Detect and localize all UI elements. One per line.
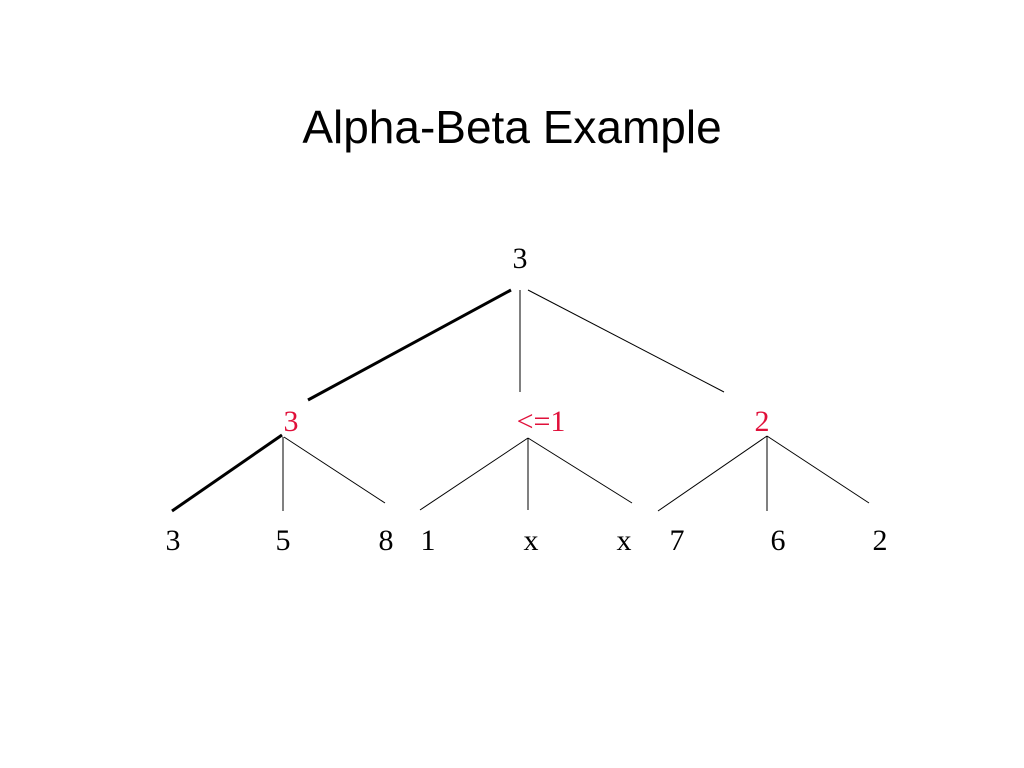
edge-level1-0-to-leaf-0: [171, 433, 283, 513]
leaf-4-value: x: [524, 524, 539, 557]
slide-title: Alpha-Beta Example: [302, 101, 722, 153]
edge-level1-2-to-leaf-8: [766, 435, 870, 504]
leaf-0-value: 3: [166, 524, 181, 557]
leaf-2-value: 8: [379, 524, 394, 557]
level1-node-2-value: 2: [755, 405, 770, 438]
edge-level1-1-to-leaf-3: [419, 437, 529, 511]
leaf-5-value: x: [617, 524, 632, 557]
level1-node-0-value: 3: [284, 405, 299, 438]
root-node-value: 3: [513, 242, 528, 275]
level1-node-1-value: <=1: [517, 405, 566, 438]
leaf-3-value: 1: [421, 524, 436, 557]
leaf-7-value: 6: [771, 524, 786, 557]
edge-level1-1-to-leaf-5: [527, 437, 633, 504]
leaf-6-value: 7: [670, 524, 685, 557]
edge-level1-0-to-leaf-2: [283, 436, 386, 504]
edge-root-to-level1-2: [527, 289, 725, 393]
leaf-1-value: 5: [276, 524, 291, 557]
edge-level1-2-to-leaf-6: [657, 435, 768, 512]
edge-root-to-level1-0: [307, 288, 512, 402]
leaf-8-value: 2: [873, 524, 888, 557]
